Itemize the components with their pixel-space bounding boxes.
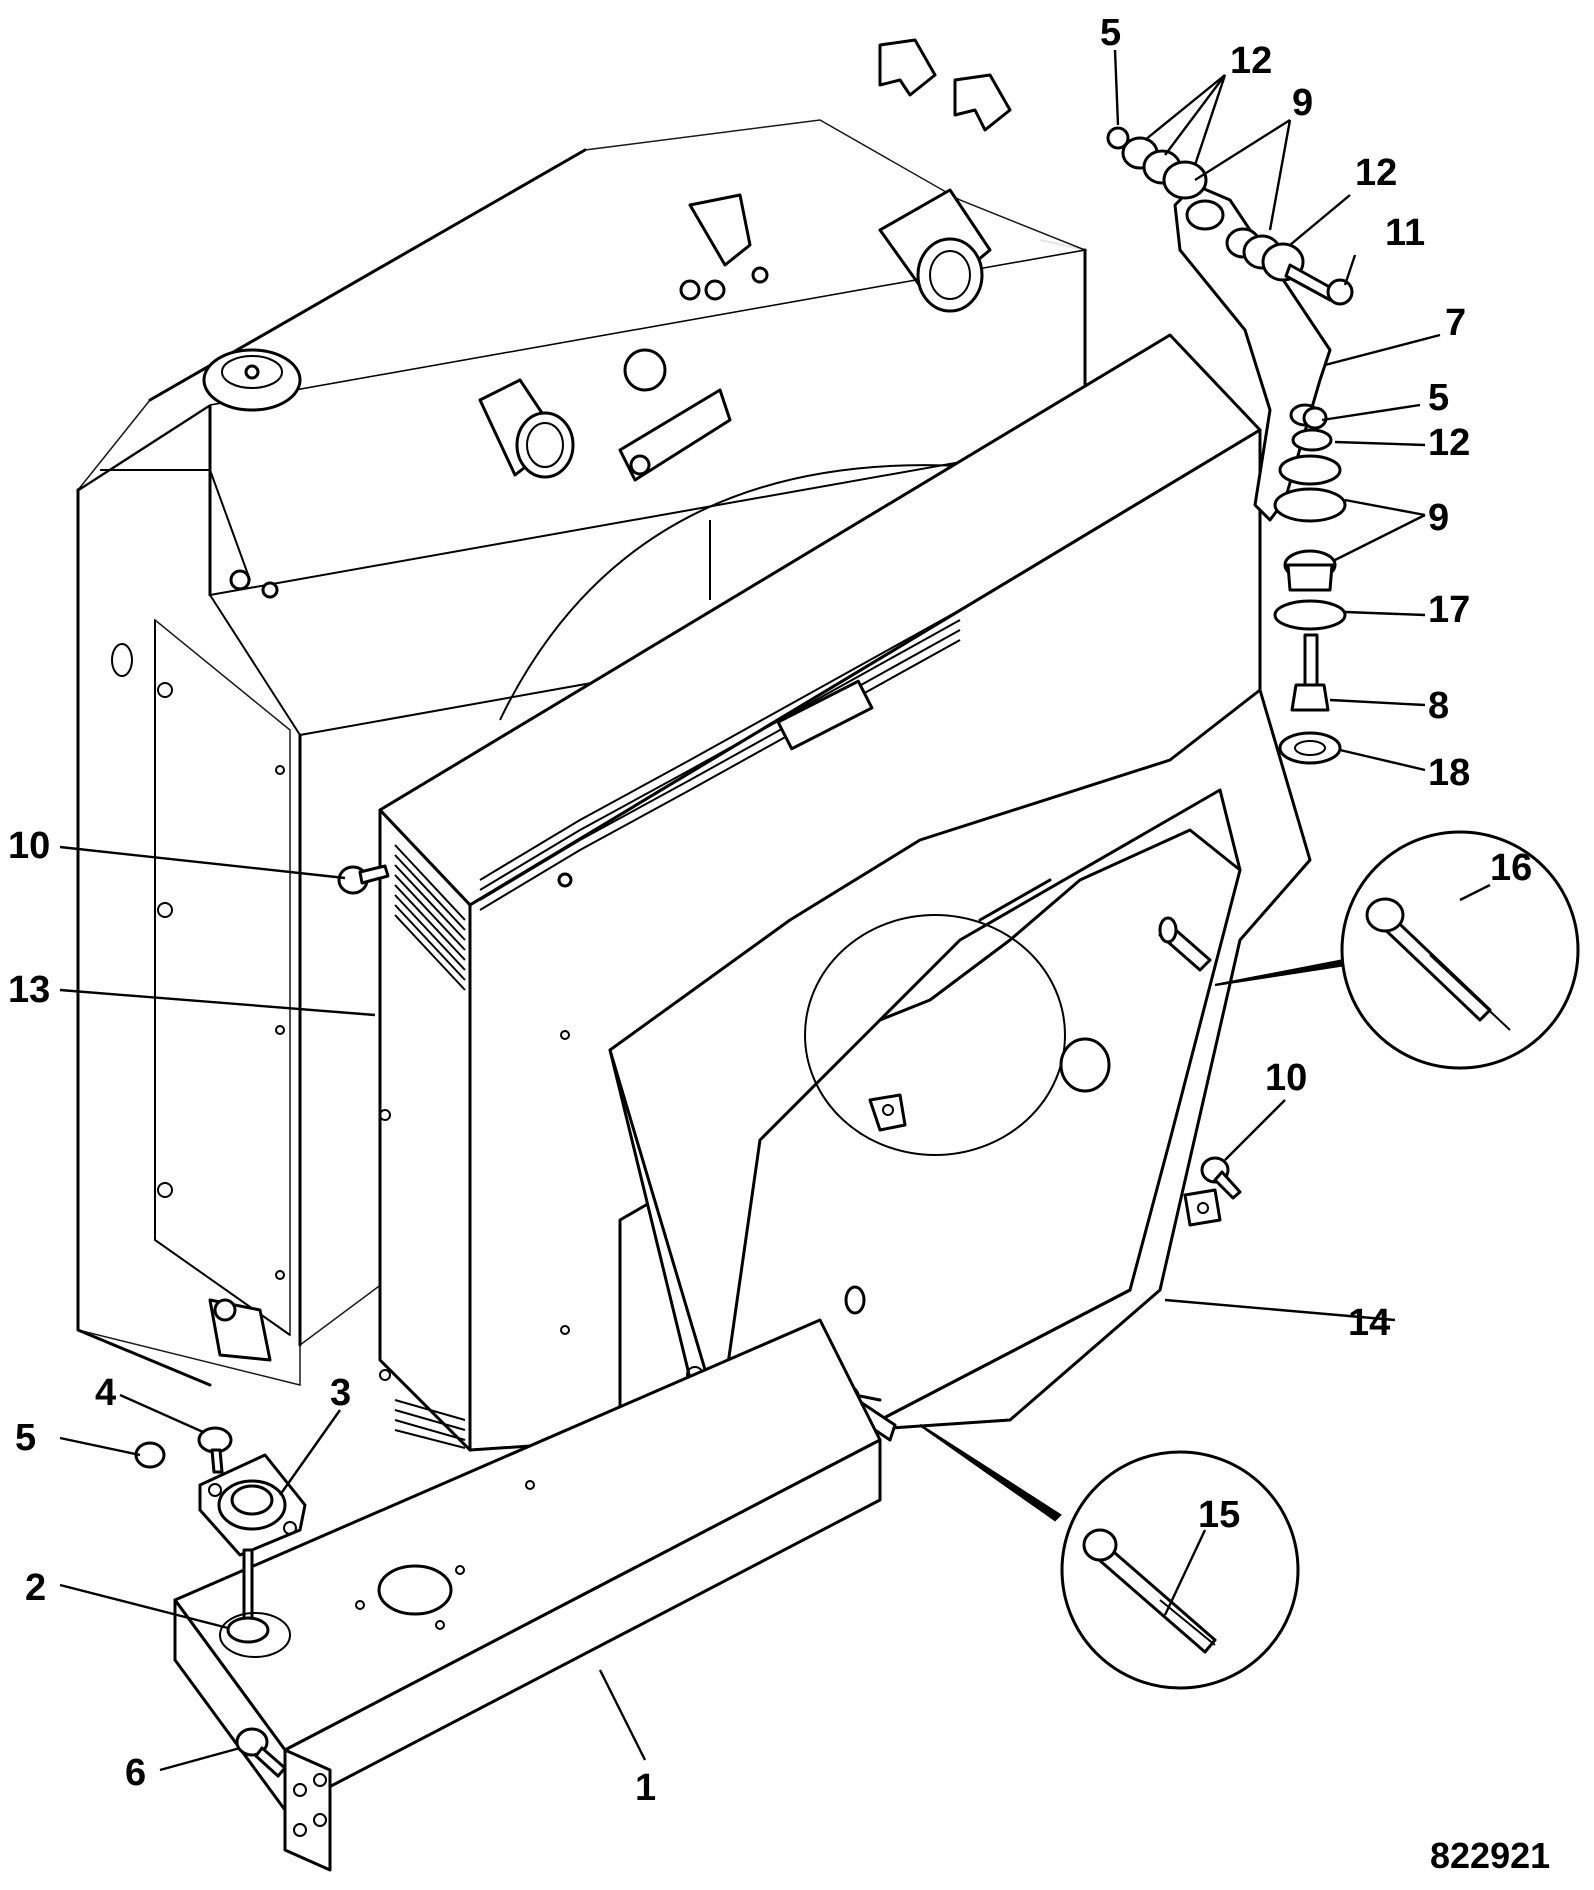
detail-15 (919, 1423, 1300, 1690)
base-bracket (173, 1318, 882, 1872)
callout-11: 11 (1385, 212, 1425, 254)
callout-6: 6 (125, 1752, 146, 1794)
callout-10-right: 10 (1265, 1057, 1307, 1099)
callout-7: 7 (1445, 302, 1466, 344)
callout-16: 16 (1490, 847, 1532, 889)
bolt-10-left (337, 864, 390, 895)
mount-stud (219, 1548, 291, 1658)
leader-lines (59, 49, 1491, 1772)
callout-14: 14 (1348, 1302, 1390, 1344)
callout-2: 2 (25, 1567, 46, 1609)
rubber-mount (198, 1453, 307, 1557)
bolt-10-right (1200, 1156, 1242, 1200)
callout-12-low: 12 (1428, 422, 1470, 464)
callout-9-low: 9 (1428, 497, 1449, 539)
core-grille-bottom (394, 1399, 466, 1449)
detail-16 (1214, 830, 1580, 1070)
upper-fasteners (1106, 126, 1354, 306)
fan-shroud (608, 688, 1312, 1442)
callout-9-top: 9 (1292, 82, 1313, 124)
bolt-6 (235, 1727, 287, 1778)
callout-17: 17 (1428, 589, 1470, 631)
core-grille-top (394, 844, 466, 991)
callout-1: 1 (635, 1767, 656, 1809)
callout-18: 18 (1428, 752, 1470, 794)
callout-4: 4 (95, 1372, 116, 1414)
callout-5-mid: 5 (1428, 377, 1449, 419)
lower-fasteners (1273, 406, 1347, 765)
callout-10-left: 10 (8, 825, 50, 867)
callout-15: 15 (1198, 1494, 1240, 1536)
reference-number: 822921 (1430, 1835, 1550, 1876)
callout-5-top: 5 (1100, 12, 1121, 54)
callout-13: 13 (8, 969, 50, 1011)
callout-12-mid: 12 (1355, 152, 1397, 194)
callout-8: 8 (1428, 685, 1449, 727)
nut-5-lower (134, 1441, 166, 1469)
callout-labels: 5 12 9 12 11 7 5 12 9 17 8 18 10 16 13 1… (8, 12, 1550, 1876)
callout-5-low: 5 (15, 1417, 36, 1459)
bolt-4 (197, 1426, 233, 1474)
callout-3: 3 (330, 1372, 351, 1414)
callout-12-top: 12 (1230, 40, 1272, 82)
